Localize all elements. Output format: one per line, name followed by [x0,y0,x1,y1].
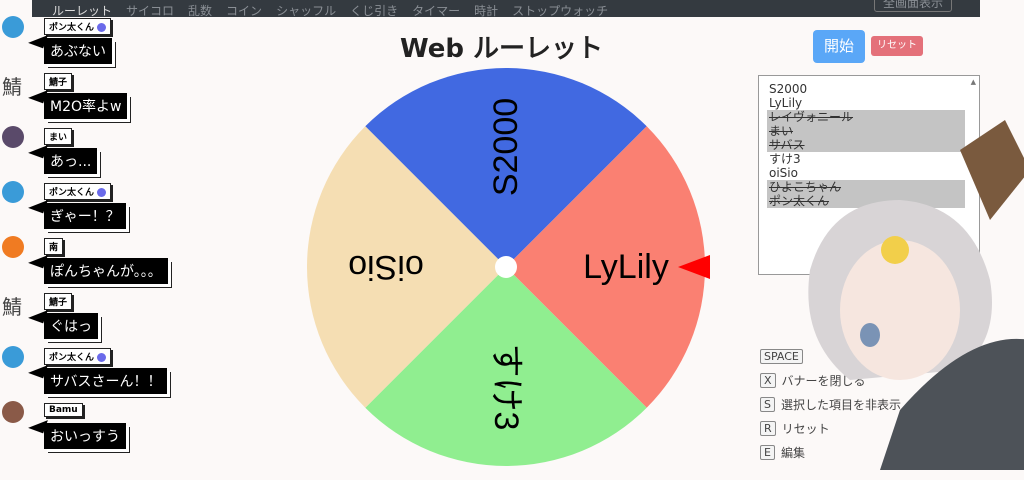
author-name: まい [49,133,68,143]
avatar [2,401,24,423]
chat-text: ぎゃー！？ [44,203,126,229]
shortcut-label: 編集 [780,445,805,460]
top-navbar: ルーレットサイコロ乱数コインシャッフルくじ引きタイマー時計ストップウォッチ 全画… [32,0,980,17]
chat-overlay: ポン太くん あぶない鯖 鯖子 M2O率よw まい あっ... ポン太くん ぎゃー… [0,16,200,456]
key-cap: E [760,444,775,460]
chat-message: ポン太くん あぶない [0,16,200,71]
nav-item[interactable]: くじ引き [350,4,399,17]
author-name: ポン太くん [49,23,95,33]
author-name: Bamu [49,405,78,415]
author-name: ポン太くん [49,188,95,198]
chat-message: 鯖 鯖子 ぐはっ [0,291,200,346]
author-name: 南 [49,243,59,253]
chat-text: サバスさーん！！ [44,368,168,394]
wheel-segment-label: LyLily [583,248,669,286]
shortcut-item: E 編集 [760,440,901,464]
nav-item[interactable]: 乱数 [188,4,213,17]
shortcut-item: SPACE [760,344,901,368]
chat-author: ポン太くん [44,183,112,200]
key-cap: R [760,420,776,436]
wheel-segment [365,267,647,467]
list-item[interactable]: レイヴォニール [767,110,965,124]
shortcut-item: R リセット [760,416,901,440]
avatar [2,236,24,258]
wheel-segment-label: すけ3 [487,344,525,431]
shortcut-help: SPACE X バナーを閉じる S 選択した項目を非表示 R リセット E 編集 [760,344,901,464]
chat-message: ポン太くん ぎゃー！？ [0,181,200,236]
chat-message: ポン太くん サバスさーん！！ [0,346,200,401]
nav-item[interactable]: サイコロ [126,4,175,17]
member-badge-icon [97,188,107,197]
wheel-center [495,256,517,278]
chat-message: 鯖 鯖子 M2O率よw [0,71,200,126]
key-cap: S [760,396,775,412]
wheel-segment [307,126,506,408]
chat-author: 鯖子 [44,293,73,310]
wheel-segment [365,67,647,267]
list-item[interactable]: ポン太くん [767,194,965,208]
list-item[interactable]: ひよこちゃん [767,180,965,194]
key-cap: SPACE [760,348,803,364]
chat-message: まい あっ... [0,126,200,181]
nav-item[interactable]: ルーレット [52,4,113,17]
list-item[interactable]: まい [767,124,965,138]
list-item[interactable]: S2000 [769,82,808,96]
scroll-up-icon[interactable]: ▲ [970,78,976,86]
avatar [2,181,24,203]
key-cap: X [760,372,776,388]
shortcut-label: バナーを閉じる [781,373,866,388]
pointer-icon [678,255,710,279]
chat-text: あっ... [44,148,98,174]
wheel-segment-label: S2000 [487,98,525,196]
nav-item[interactable]: コイン [226,4,263,17]
shortcut-item: S 選択した項目を非表示 [760,392,901,416]
wheel-segment [506,126,706,408]
avatar [2,16,24,38]
chat-author: まい [44,128,73,145]
list-item[interactable]: サバス [767,138,965,152]
chat-text: おいっすう [44,423,126,449]
chat-author: ポン太くん [44,348,112,365]
nav-item[interactable]: ストップウォッチ [512,4,609,17]
chat-message: Bamu おいっすう [0,401,200,456]
author-name: ポン太くん [49,353,95,363]
chat-author: ポン太くん [44,18,112,35]
chat-text: ぐはっ [44,313,98,339]
reset-button[interactable]: リセット [871,36,923,56]
author-name: 鯖子 [49,78,68,88]
chat-author: Bamu [44,403,83,417]
page-title: Web ルーレット [400,34,604,64]
wheel-segment-label: oiSio [348,248,424,286]
fullscreen-button[interactable]: 全画面表示 [873,0,952,12]
shortcut-label: 選択した項目を非表示 [780,397,901,412]
chat-message: 南 ぽんちゃんが。。。 [0,236,200,291]
chat-text: M2O率よw [44,93,128,119]
nav-item[interactable]: 時計 [474,4,499,17]
shortcut-item: X バナーを閉じる [760,368,901,392]
list-item[interactable]: oiSio [769,166,798,180]
member-badge-icon [97,23,107,32]
start-button[interactable]: 開始 [813,30,865,63]
chat-text: ぽんちゃんが。。。 [44,258,168,284]
member-badge-icon [97,353,107,362]
chat-author: 南 [44,238,64,255]
avatar: 鯖 [2,295,22,319]
nav-item[interactable]: シャッフル [276,4,337,17]
list-item[interactable]: すけ3 [769,152,801,166]
avatar: 鯖 [2,75,22,99]
list-item[interactable]: LyLily [769,96,803,110]
shortcut-label: リセット [781,421,830,436]
nav-item[interactable]: タイマー [412,4,461,17]
chat-text: あぶない [44,38,112,64]
author-name: 鯖子 [49,298,68,308]
chat-author: 鯖子 [44,73,73,90]
avatar [2,346,24,368]
avatar [2,126,24,148]
